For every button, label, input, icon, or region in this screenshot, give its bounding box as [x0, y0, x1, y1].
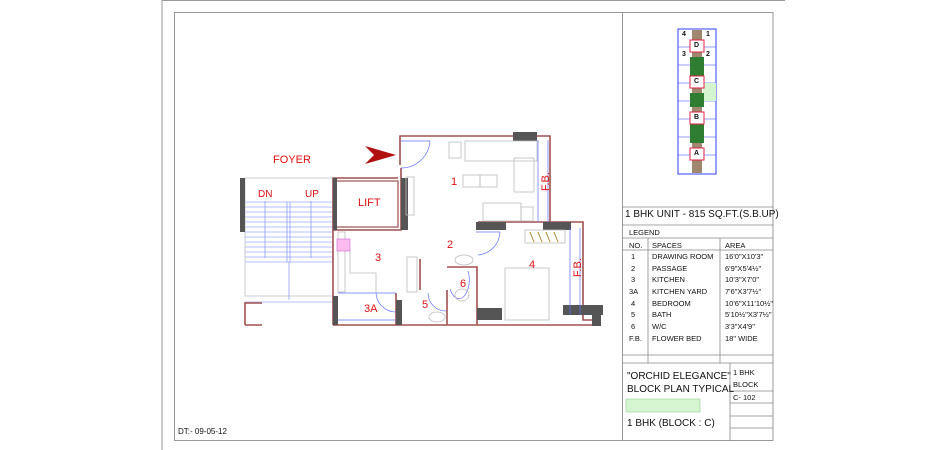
doors-and-windows	[338, 140, 581, 321]
furniture	[337, 140, 566, 323]
row-area: 10'6"X11'10½"	[725, 299, 774, 308]
drawing-number: C- 102	[733, 393, 756, 402]
key-plan	[677, 28, 717, 175]
row-no: 3	[631, 275, 636, 284]
entrance-arrow-icon	[365, 146, 396, 164]
row-no: 3A	[629, 287, 639, 296]
row-area: 18" WIDE	[725, 334, 758, 343]
drawing-subtitle: 1 BHK (BLOCK : C)	[627, 418, 715, 429]
wardrobe-hatch	[529, 231, 559, 243]
staircase	[244, 177, 334, 303]
stair-down-label: DN	[258, 189, 273, 200]
column-header-spaces: SPACES	[652, 241, 682, 250]
row-space: KITCHEN	[652, 275, 685, 284]
row-space: BEDROOM	[652, 299, 691, 308]
side-block: BLOCK	[733, 380, 759, 389]
row-area: 10'3"X7'0"	[725, 275, 760, 284]
room-3a-label: 3A	[364, 303, 378, 315]
row-area: 16'0"X10'3"	[725, 252, 764, 261]
row-no: 6	[631, 322, 636, 331]
row-area: 3'3"X4'9"	[725, 322, 755, 331]
kitchen-stove	[336, 238, 351, 252]
wall-columns	[240, 132, 603, 326]
sheet-frame	[161, 0, 785, 450]
drawing-date: DT:- 09-05-12	[178, 427, 227, 436]
lift-label: LIFT	[358, 197, 381, 209]
drawing-title: BLOCK PLAN TYPICAL	[627, 384, 735, 395]
room-3-label: 3	[375, 252, 382, 264]
row-space: FLOWER BED	[652, 334, 702, 343]
legend-table-grid	[622, 206, 773, 441]
column-header-area: AREA	[725, 241, 746, 250]
row-no: 4	[631, 299, 636, 308]
flower-bed-label-2: F.B.	[572, 258, 584, 277]
key-unit-3: 3	[682, 51, 686, 58]
row-space: PASSAGE	[652, 264, 688, 273]
key-block-d: D	[694, 42, 700, 49]
row-space: W/C	[652, 322, 667, 331]
room-4-label: 4	[529, 259, 536, 271]
room-6-label: 6	[460, 278, 467, 290]
stair-up-label: UP	[305, 189, 319, 200]
row-space: KITCHEN YARD	[652, 287, 708, 296]
row-space: DRAWING ROOM	[652, 252, 714, 261]
room-5-label: 5	[422, 299, 429, 311]
column-header-no: NO.	[629, 241, 643, 250]
foyer-label: FOYER	[273, 154, 311, 166]
unit-heading: 1 BHK UNIT - 815 SQ.FT.(S.B.UP)	[625, 209, 779, 220]
key-unit-2: 2	[706, 51, 710, 58]
floor-plan	[240, 132, 603, 326]
row-space: BATH	[652, 310, 672, 319]
side-unit-type: 1 BHK	[733, 368, 755, 377]
legend-label: LEGEND	[629, 228, 660, 237]
room-2-label: 2	[447, 239, 454, 251]
key-unit-1: 1	[706, 31, 710, 38]
room-1-label: 1	[451, 176, 458, 188]
row-no: F.B.	[629, 334, 642, 343]
key-block-c: C	[694, 78, 700, 85]
row-no: 2	[631, 264, 636, 273]
row-area: 7'6"X3'7½"	[725, 287, 762, 296]
row-area: 5'10½"X3'7½"	[725, 310, 772, 319]
title-color-swatch	[625, 398, 701, 413]
flower-bed-label-1: F.B.	[540, 172, 552, 191]
row-area: 6'9"X5'4½"	[725, 264, 762, 273]
key-unit-4: 4	[682, 31, 686, 38]
project-name: "ORCHID ELEGANCE"	[627, 371, 731, 382]
key-block-a: A	[694, 150, 700, 157]
row-no: 5	[631, 310, 636, 319]
key-block-b: B	[694, 114, 700, 121]
row-no: 1	[631, 252, 636, 261]
